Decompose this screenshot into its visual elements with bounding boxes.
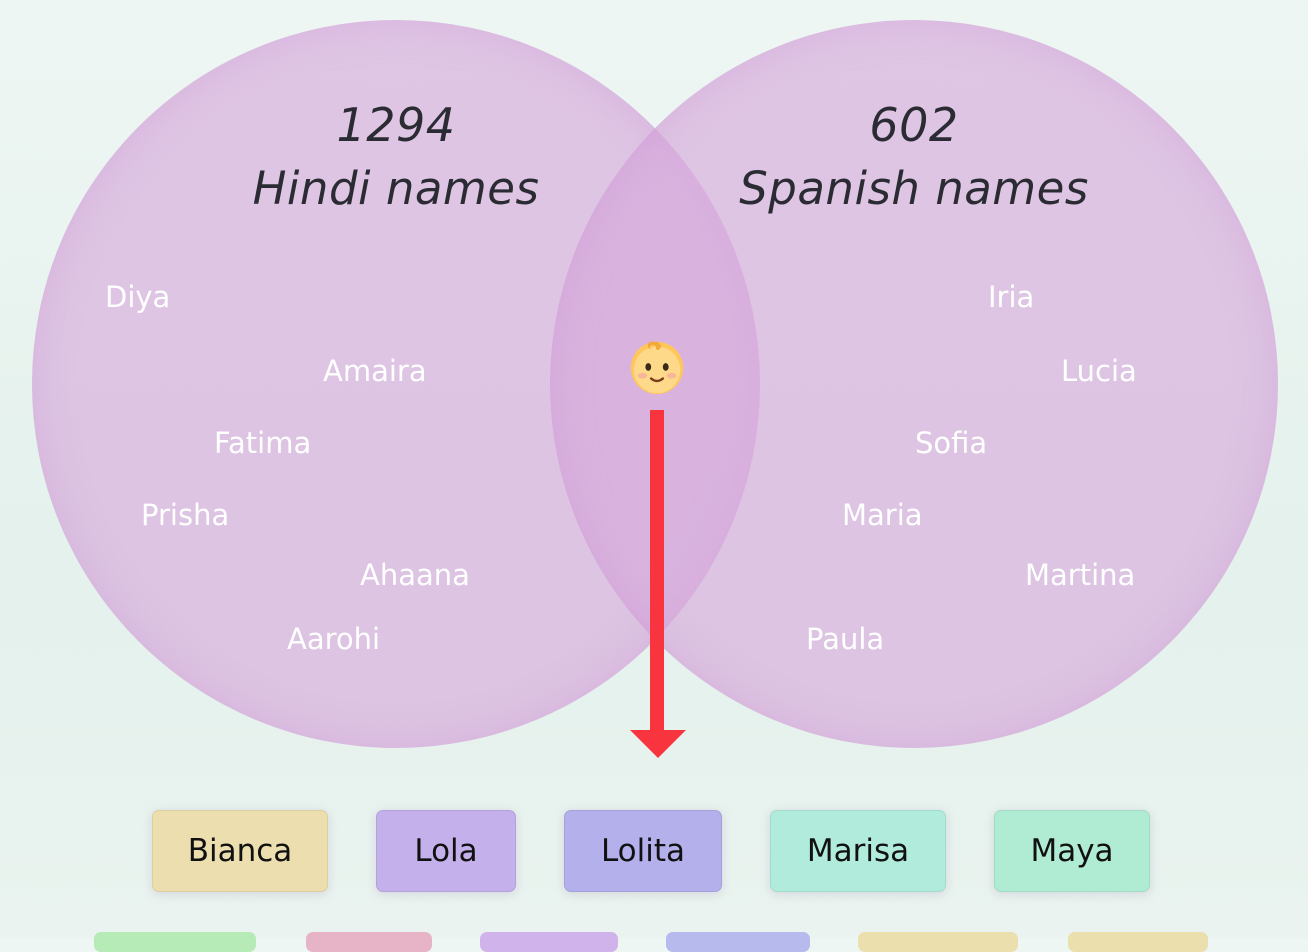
name-chip-lola[interactable]: Lola <box>376 810 516 892</box>
hindi-name: Amaira <box>323 354 427 388</box>
name-chip-bianca[interactable]: Bianca <box>152 810 328 892</box>
down-arrow-shaft <box>650 410 664 732</box>
name-chip-partial[interactable] <box>666 932 810 952</box>
spanish-name: Paula <box>806 622 885 656</box>
spanish-name: Iria <box>988 280 1035 314</box>
venn-diagram: 1294 Hindi names 602 Spanish names Diya … <box>32 20 1278 758</box>
name-chip-partial[interactable] <box>858 932 1018 952</box>
hindi-count: 1294 <box>336 98 456 152</box>
name-chip-partial[interactable] <box>480 932 618 952</box>
spanish-name: Martina <box>1025 558 1136 592</box>
name-chip-partial[interactable] <box>94 932 256 952</box>
baby-face-icon <box>630 341 684 395</box>
hindi-name: Diya <box>105 280 171 314</box>
hindi-name: Ahaana <box>360 558 470 592</box>
name-chip-partial[interactable] <box>1068 932 1208 952</box>
name-chip-maya[interactable]: Maya <box>994 810 1150 892</box>
spanish-name: Maria <box>842 498 923 532</box>
down-arrow-icon <box>630 730 686 758</box>
name-chip-partial[interactable] <box>306 932 432 952</box>
spanish-label: Spanish names <box>739 162 1089 215</box>
spanish-name: Lucia <box>1061 354 1137 388</box>
name-chip-lolita[interactable]: Lolita <box>564 810 722 892</box>
hindi-name: Aarohi <box>287 622 381 656</box>
hindi-name: Fatima <box>214 426 312 460</box>
spanish-name: Sofia <box>915 426 988 460</box>
name-chip-marisa[interactable]: Marisa <box>770 810 946 892</box>
hindi-name: Prisha <box>141 498 230 532</box>
spanish-count: 602 <box>869 98 959 152</box>
hindi-label: Hindi names <box>252 162 540 215</box>
